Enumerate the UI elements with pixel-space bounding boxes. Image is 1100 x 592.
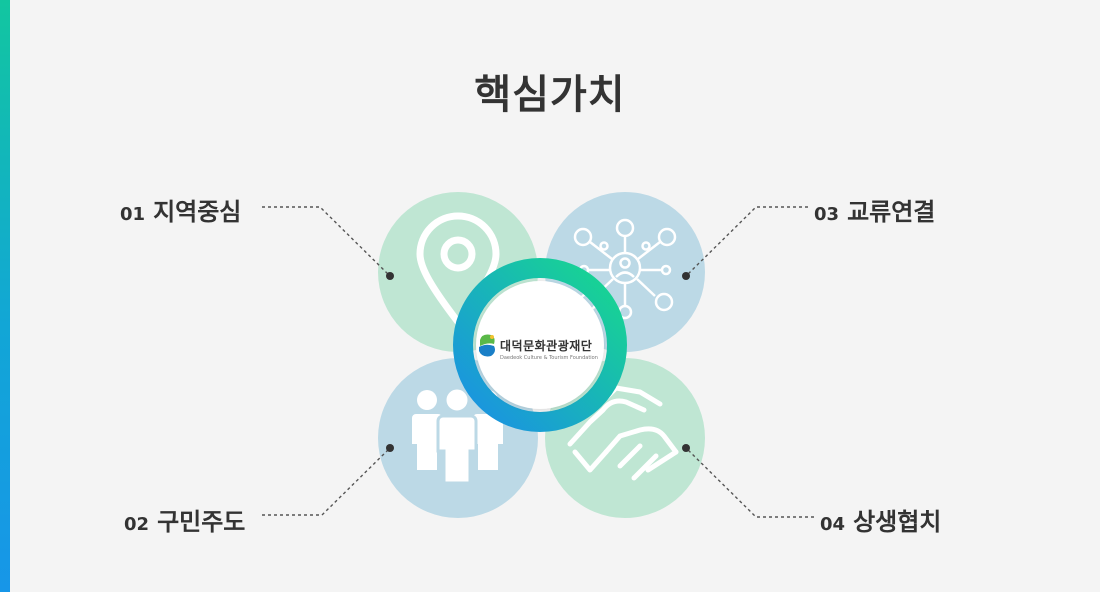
foundation-logo-text: 대덕문화관광재단 Daedeok Culture & Tourism Found… (500, 337, 620, 361)
connector-03 (682, 206, 808, 280)
value-number: 03 (814, 204, 840, 225)
location-pin-icon (416, 212, 500, 326)
page-title: 핵심가치 (474, 72, 626, 118)
value-label-01: 01 지역중심 (120, 192, 241, 227)
value-number: 01 (120, 204, 146, 225)
value-number: 04 (820, 514, 846, 535)
connector-02 (262, 444, 394, 516)
value-label-03: 03 교류연결 (814, 192, 935, 227)
value-text: 교류연결 (847, 198, 936, 226)
value-text: 구민주도 (157, 508, 246, 536)
logo-ring (453, 258, 627, 432)
foundation-name: 대덕문화관광재단 (500, 339, 593, 353)
value-label-02: 02 구민주도 (124, 502, 245, 537)
foundation-subtitle: Daedeok Culture & Tourism Foundation (500, 355, 598, 361)
handshake-icon (567, 385, 679, 481)
left-accent-bar (0, 0, 10, 592)
logo-disc (476, 281, 604, 409)
value-text: 상생협치 (853, 508, 942, 536)
connector-01 (262, 206, 394, 280)
connector-04 (682, 444, 814, 518)
value-text: 지역중심 (153, 198, 242, 226)
value-number: 02 (124, 514, 150, 535)
value-label-04: 04 상생협치 (820, 502, 941, 537)
foundation-logo-mark (479, 334, 495, 357)
